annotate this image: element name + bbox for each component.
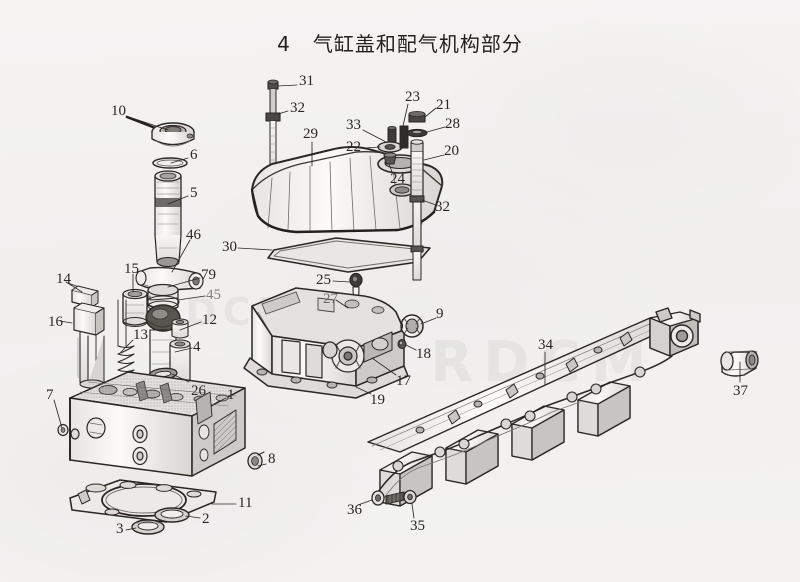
- part-9-bushing-collar: [400, 314, 424, 338]
- callout-8: 8: [268, 451, 276, 467]
- callout-29: 29: [303, 126, 318, 142]
- callout-35: 35: [410, 518, 425, 534]
- part-19-housing-base-flange: [243, 357, 409, 399]
- part-3-seal-ring-small: [131, 519, 165, 535]
- part-21-nut-hex: [408, 111, 426, 123]
- callout-3: 3: [116, 521, 124, 537]
- callout-5: 5: [190, 185, 198, 201]
- part-34-rocker-shaft-assembly: [367, 307, 701, 507]
- callout-10: 10: [111, 103, 126, 119]
- part-6-o-ring: [152, 157, 188, 169]
- part-8-plug-cap: [247, 451, 265, 470]
- callout-1: 1: [227, 387, 235, 403]
- callout-20: 20: [444, 143, 459, 159]
- part-28-washer-ring: [406, 128, 428, 138]
- callout-26: 26: [191, 383, 206, 399]
- callout-4: 4: [193, 339, 201, 355]
- callout-21: 21: [436, 97, 451, 113]
- callout-34: 34: [538, 337, 553, 353]
- callout-leader-lines: [53, 84, 741, 531]
- callout-19: 19: [370, 392, 385, 408]
- part-11-cylinder-head-gasket: [69, 479, 217, 523]
- callout-23: 23: [405, 89, 420, 105]
- part-1-cylinder-head-block: [69, 371, 246, 477]
- callout-30: 30: [222, 239, 237, 255]
- callout-9: 9: [436, 306, 444, 322]
- part-10-rocker-cap-flange: [125, 115, 195, 147]
- callout-37: 37: [733, 383, 748, 399]
- callout-79: 79: [201, 267, 216, 283]
- part-16-valve-lifter: [73, 302, 105, 389]
- callout-33: 33: [346, 117, 361, 133]
- part-2-seal-ring-large: [154, 507, 190, 523]
- callout-24: 24: [390, 171, 405, 187]
- part-17-housing-body: [243, 287, 409, 399]
- callout-46: 46: [186, 227, 201, 243]
- callout-12: 12: [202, 312, 217, 328]
- part-30-valve-cover-gasket: [267, 237, 431, 273]
- part-35-bolt-with-washer: [385, 489, 417, 505]
- callout-45: 45: [206, 287, 221, 303]
- part-23-pin-dowel: [399, 125, 409, 149]
- part-15-rocker-support: [122, 288, 148, 327]
- part-36-washer-eye: [371, 490, 385, 506]
- part-29-valve-cover: [250, 146, 444, 234]
- part-31-nut-cap: [267, 79, 279, 90]
- part-24-washer-cup: [383, 152, 397, 165]
- callout-13: 13: [133, 327, 148, 343]
- callout-14: 14: [56, 271, 71, 287]
- callout-25: 25: [316, 272, 331, 288]
- callout-32: 32: [290, 100, 305, 116]
- part-18-pin-small: [397, 338, 407, 350]
- callout-11: 11: [238, 495, 253, 511]
- callout-31: 31: [299, 73, 314, 89]
- callout-32b: 32: [435, 199, 450, 215]
- callout-36: 36: [347, 502, 362, 518]
- part-46-rocker-arm: [135, 266, 204, 312]
- callout-18: 18: [416, 346, 431, 362]
- callout-28: 28: [445, 116, 460, 132]
- part-12-spacer-bushing: [171, 318, 189, 339]
- callout-2: 2: [202, 511, 210, 527]
- callout-27: 27: [323, 291, 338, 307]
- callout-15: 15: [124, 261, 139, 277]
- part-37-bushing-cylinder: [720, 350, 759, 377]
- part-5-valve-stem-upper: [154, 170, 182, 268]
- callout-17: 17: [396, 373, 411, 389]
- part-22-washer-flat: [377, 141, 403, 153]
- callout-16: 16: [48, 314, 63, 330]
- part-7-washer-small: [57, 423, 69, 437]
- page-title: 4 气缸盖和配气机构部分: [277, 32, 523, 56]
- part-20-stud-bolt-long: [409, 139, 425, 281]
- part-14-bracket-small: [67, 282, 99, 308]
- callout-22: 22: [346, 139, 361, 155]
- callout-6: 6: [190, 147, 198, 163]
- callout-7: 7: [46, 387, 54, 403]
